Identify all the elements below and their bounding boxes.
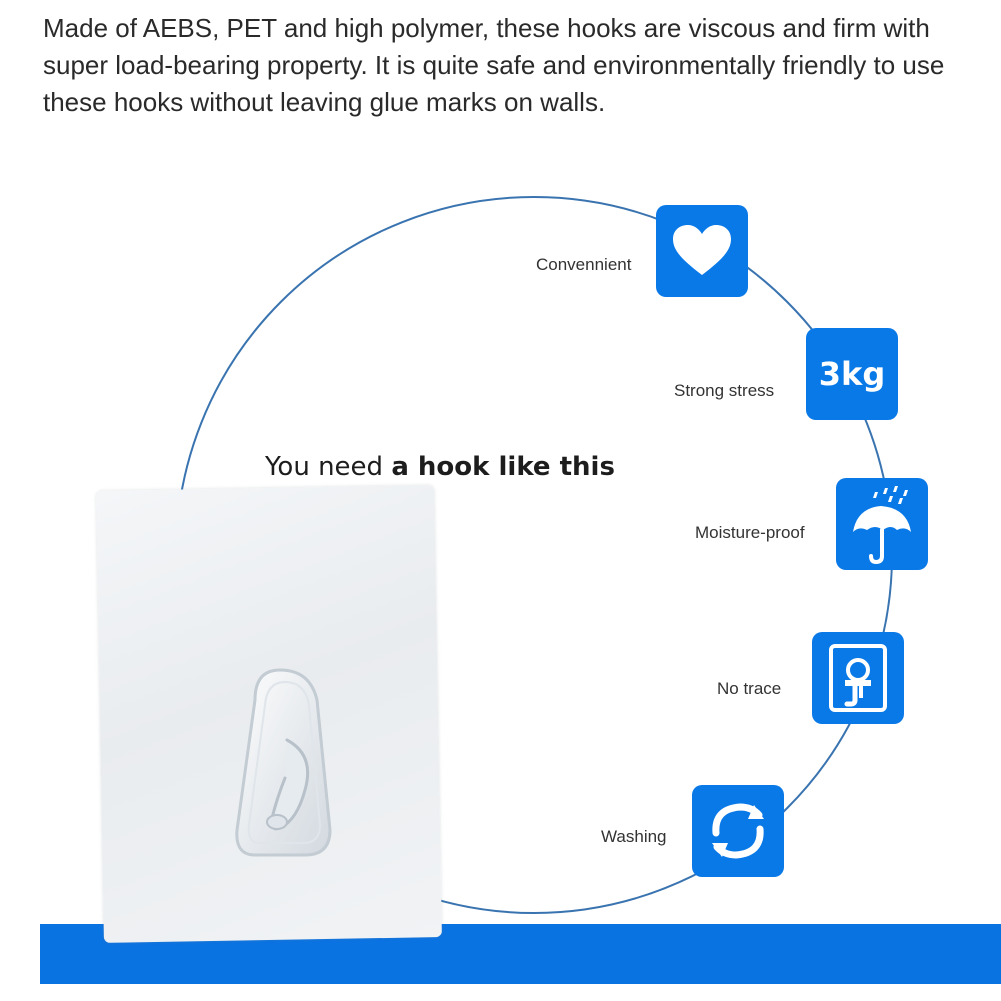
transparent-hook-image (235, 668, 332, 857)
refresh-arrows-icon (692, 785, 784, 877)
headline: You need a hook like this (265, 452, 615, 482)
umbrella-rain-icon (836, 478, 928, 570)
headline-emphasis: a hook like this (391, 452, 615, 482)
feature-label-washing: Washing (601, 827, 667, 846)
headline-prefix: You need (265, 452, 392, 482)
feature-label-moisture-proof: Moisture-proof (695, 523, 805, 542)
feature-label-strong-stress: Strong stress (674, 381, 775, 400)
wall-hook-icon (812, 632, 904, 724)
weight-badge-icon: 3kg (806, 328, 898, 420)
feature-label-no-trace: No trace (717, 679, 782, 698)
feature-label-convenient: Convennient (536, 255, 632, 274)
heart-icon (656, 205, 748, 297)
weight-badge-text: 3kg (818, 355, 886, 393)
product-description: Made of AEBS, PET and high polymer, thes… (43, 13, 945, 117)
